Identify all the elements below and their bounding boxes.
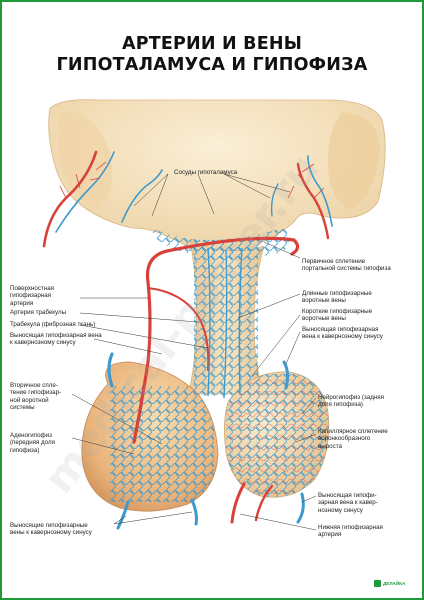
long-portal-vein-3 <box>238 247 243 393</box>
capillary-twigs-right <box>287 163 325 199</box>
title-line-1: АРТЕРИИ И ВЕНЫ <box>121 34 303 54</box>
superior-hypophyseal-artery <box>132 236 300 444</box>
label-superficial-artery: Поверхностная гипофизарная артерия <box>10 285 55 307</box>
label-inferior-artery: Нижняя гипофизарная артерия <box>318 524 383 539</box>
title-line-2: ГИПОТАЛАМУСА И ГИПОФИЗА <box>56 55 368 75</box>
hypothalamic-vein-right-2 <box>270 183 279 217</box>
outflow-vein-right-upper <box>282 360 290 390</box>
label-trabecula: Трабекула (фиброзная ткань) <box>10 321 96 328</box>
long-portal-vein-2 <box>223 249 228 399</box>
inferior-hypophyseal-artery <box>230 482 246 524</box>
label-adenohypophysis: Аденогипофиз (передняя доля гипофиза) <box>10 432 55 454</box>
logo-icon <box>374 580 381 587</box>
publisher-logo: ДЕЛАЙКА <box>374 580 405 587</box>
right-gyrus <box>328 112 380 210</box>
label-trabecular-artery: Артерия трабекулы <box>10 309 67 316</box>
inferior-hypophyseal-artery-2 <box>254 484 274 522</box>
long-portal-vein-1 <box>207 247 211 397</box>
label-long-portal-veins: Длинные гипофизарные воротные вены <box>302 290 372 305</box>
label-secondary-plexus: Вторичное спле- тение гипофизар- ной вор… <box>10 382 62 412</box>
trabecular-artery <box>147 287 210 371</box>
label-primary-plexus: Первичное сплетение портальной системы г… <box>302 258 391 273</box>
capillary-twigs-left <box>59 161 107 199</box>
label-short-portal-veins: Короткие гипофизарные воротные вены <box>302 308 373 323</box>
logo-text: ДЕЛАЙКА <box>383 581 406 586</box>
label-neurohypophysis: Нейрогипофиз (задняя доля гипофиза) <box>318 394 384 409</box>
label-outflow-vein-lower-right: Выносящая гипофи- зарная вена к кавер- н… <box>318 492 378 514</box>
page-title: АРТЕРИИ И ВЕНЫ ГИПОТАЛАМУСА И ГИПОФИЗА <box>2 34 422 76</box>
primary-plexus <box>152 228 290 259</box>
hypothalamic-vein-right <box>307 155 333 227</box>
outflow-vein-bottom-left <box>116 500 130 530</box>
label-outflow-veins-bottom: Выносящие гипофизарные вены к кавернозно… <box>10 522 92 537</box>
hypothalamic-vein-left <box>55 151 115 233</box>
leader-lines <box>71 173 317 531</box>
hypothalamic-vein-left-2 <box>121 169 163 223</box>
outflow-vein-upper <box>107 352 114 388</box>
capillary-arteries <box>226 374 329 498</box>
label-capillary-plexus: Капиллярное сплетение воронкообразного в… <box>318 428 388 450</box>
label-outflow-vein-upper: Выносящая гипофизарная вена к кавернозно… <box>10 332 102 347</box>
left-gyrus <box>57 111 113 208</box>
outflow-vein-right-lower <box>296 492 305 524</box>
label-hypothalamic-vessels: Сосуды гипоталамуса <box>174 169 238 176</box>
outflow-vein-bottom-mid <box>190 498 198 526</box>
label-outflow-vein-right: Выносящая гипофизарная вена к кавернозно… <box>302 326 383 341</box>
